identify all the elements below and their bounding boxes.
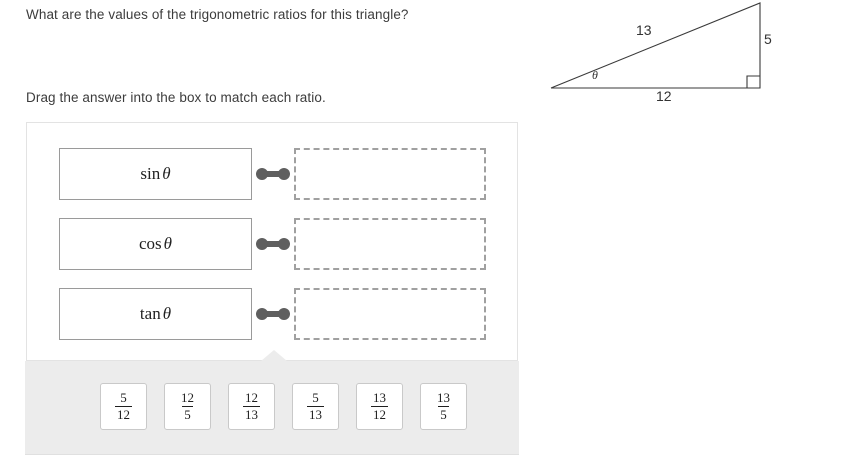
answer-tile[interactable]: 5 12 bbox=[100, 383, 147, 430]
connector-knob-right bbox=[278, 238, 290, 250]
answer-tile-list: 5 12 12 5 12 13 5 13 13 12 bbox=[100, 383, 467, 430]
triangle-figure: 13 12 5 θ bbox=[530, 0, 850, 115]
fraction-numerator: 13 bbox=[373, 390, 386, 406]
answer-tile[interactable]: 13 5 bbox=[420, 383, 467, 430]
drop-target-tan[interactable] bbox=[294, 288, 486, 340]
match-row: cos θ bbox=[59, 218, 487, 270]
connector-bar bbox=[261, 171, 285, 177]
drop-target-cos[interactable] bbox=[294, 218, 486, 270]
prompt-function-label: sin bbox=[140, 164, 161, 183]
connector-knob-left bbox=[256, 238, 268, 250]
answer-tile[interactable]: 12 13 bbox=[228, 383, 275, 430]
question-prompt: What are the values of the trigonometric… bbox=[26, 7, 409, 22]
connector-knob-right bbox=[278, 308, 290, 320]
prompt-variable-label: θ bbox=[163, 234, 173, 253]
fraction-numerator: 5 bbox=[312, 390, 319, 406]
fraction-numerator: 12 bbox=[181, 390, 194, 406]
fraction: 12 5 bbox=[179, 391, 196, 421]
connector-knob-left bbox=[256, 168, 268, 180]
fraction-denominator: 13 bbox=[243, 406, 260, 422]
fraction: 5 13 bbox=[307, 391, 324, 421]
fraction-denominator: 5 bbox=[438, 406, 449, 422]
hypotenuse-label: 13 bbox=[636, 22, 652, 38]
base-label: 12 bbox=[656, 88, 672, 104]
tray-notch-arrow bbox=[261, 350, 287, 361]
answer-tile[interactable]: 5 13 bbox=[292, 383, 339, 430]
drag-instruction: Drag the answer into the box to match ea… bbox=[26, 90, 326, 105]
answer-tile[interactable]: 12 5 bbox=[164, 383, 211, 430]
prompt-function-label: tan bbox=[139, 304, 161, 323]
prompt-box-tan: tan θ bbox=[59, 288, 252, 340]
opposite-side-label: 5 bbox=[764, 31, 772, 47]
match-row: tan θ bbox=[59, 288, 487, 340]
prompt-box-sin: sin θ bbox=[59, 148, 252, 200]
prompt-variable-label: θ bbox=[162, 164, 171, 183]
drop-target-sin[interactable] bbox=[294, 148, 486, 200]
prompt-variable-label: θ bbox=[162, 304, 172, 323]
connector-bar bbox=[261, 241, 285, 247]
fraction-denominator: 13 bbox=[307, 406, 324, 422]
match-row: sin θ bbox=[59, 148, 487, 200]
connector-knob-right bbox=[278, 168, 290, 180]
connector-icon bbox=[252, 148, 294, 200]
triangle-svg bbox=[550, 2, 761, 89]
connector-bar bbox=[261, 311, 285, 317]
prompt-function-label: cos bbox=[138, 234, 162, 253]
connector-icon bbox=[252, 218, 294, 270]
fraction-numerator: 5 bbox=[120, 390, 127, 406]
triangle-outline bbox=[550, 2, 761, 89]
fraction-numerator: 13 bbox=[437, 390, 450, 406]
fraction: 13 12 bbox=[371, 391, 388, 421]
fraction: 13 5 bbox=[435, 391, 452, 421]
theta-angle-label: θ bbox=[592, 68, 598, 82]
answer-tray: 5 12 12 5 12 13 5 13 13 12 bbox=[25, 350, 519, 455]
fraction-denominator: 12 bbox=[115, 406, 132, 422]
fraction: 12 13 bbox=[243, 391, 260, 421]
fraction-denominator: 12 bbox=[371, 406, 388, 422]
fraction-denominator: 5 bbox=[182, 406, 193, 422]
connector-knob-left bbox=[256, 308, 268, 320]
fraction: 5 12 bbox=[115, 391, 132, 421]
fraction-numerator: 12 bbox=[245, 390, 258, 406]
connector-icon bbox=[252, 288, 294, 340]
right-angle-marker bbox=[746, 75, 760, 88]
prompt-box-cos: cos θ bbox=[59, 218, 252, 270]
matching-panel: sin θ cos θ tan θ bbox=[26, 122, 518, 361]
answer-tile[interactable]: 13 12 bbox=[356, 383, 403, 430]
